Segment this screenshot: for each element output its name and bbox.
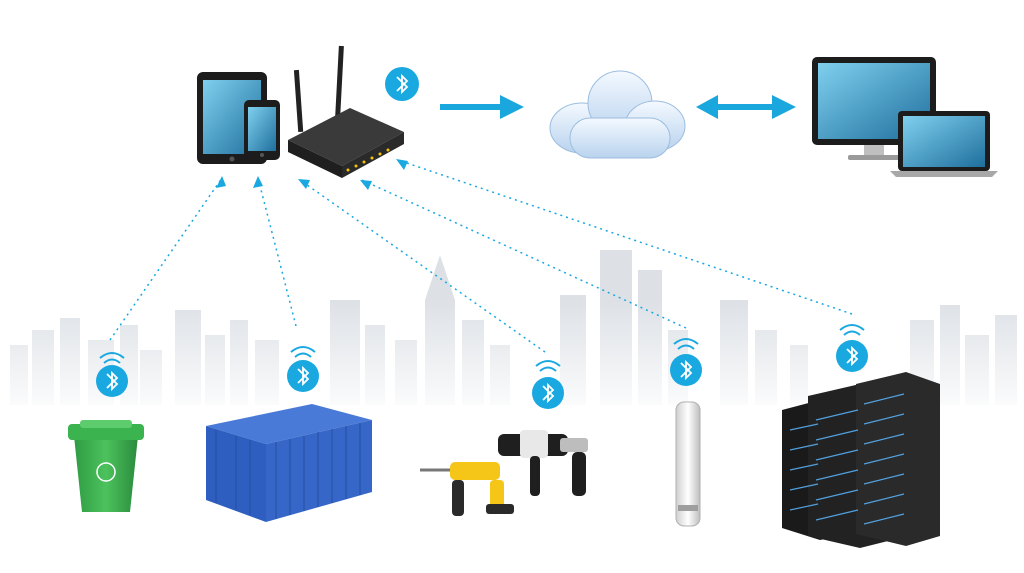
arrowheads bbox=[216, 159, 408, 190]
wifi-signal-icon bbox=[99, 352, 125, 364]
link-tools-to-router bbox=[299, 179, 546, 353]
air-purifier-tower bbox=[675, 401, 701, 527]
power-tools bbox=[420, 430, 588, 516]
desktop-monitor bbox=[812, 57, 936, 160]
arrow-cloud-to-clients bbox=[696, 95, 796, 119]
link-server-to-router bbox=[397, 159, 853, 315]
bluetooth-icon bbox=[287, 360, 319, 392]
gateway-router bbox=[288, 45, 404, 178]
wifi-signal-icon bbox=[535, 360, 561, 372]
bluetooth-icon bbox=[385, 67, 419, 101]
cloud bbox=[549, 70, 686, 159]
wifi-signal-icon bbox=[673, 338, 699, 350]
bluetooth-icon bbox=[532, 377, 564, 409]
wifi-signal-icon bbox=[839, 324, 865, 336]
bluetooth-icon bbox=[96, 365, 128, 397]
shipping-container bbox=[206, 404, 372, 522]
connection-lines bbox=[109, 159, 853, 353]
laptop bbox=[890, 111, 998, 177]
tablet-and-phone bbox=[197, 72, 280, 164]
wifi-signal-icon bbox=[290, 346, 316, 358]
arrow-router-to-cloud bbox=[440, 95, 524, 119]
arrowhead bbox=[360, 180, 372, 190]
arrowhead bbox=[253, 176, 263, 188]
link-container-to-tablet bbox=[257, 177, 297, 327]
arrowhead bbox=[396, 159, 408, 170]
arrowhead bbox=[298, 179, 310, 189]
bluetooth-icon bbox=[836, 340, 868, 372]
bluetooth-icon bbox=[670, 354, 702, 386]
trash-bin bbox=[68, 420, 144, 512]
arrowhead bbox=[216, 176, 226, 188]
server-rack bbox=[782, 372, 940, 548]
